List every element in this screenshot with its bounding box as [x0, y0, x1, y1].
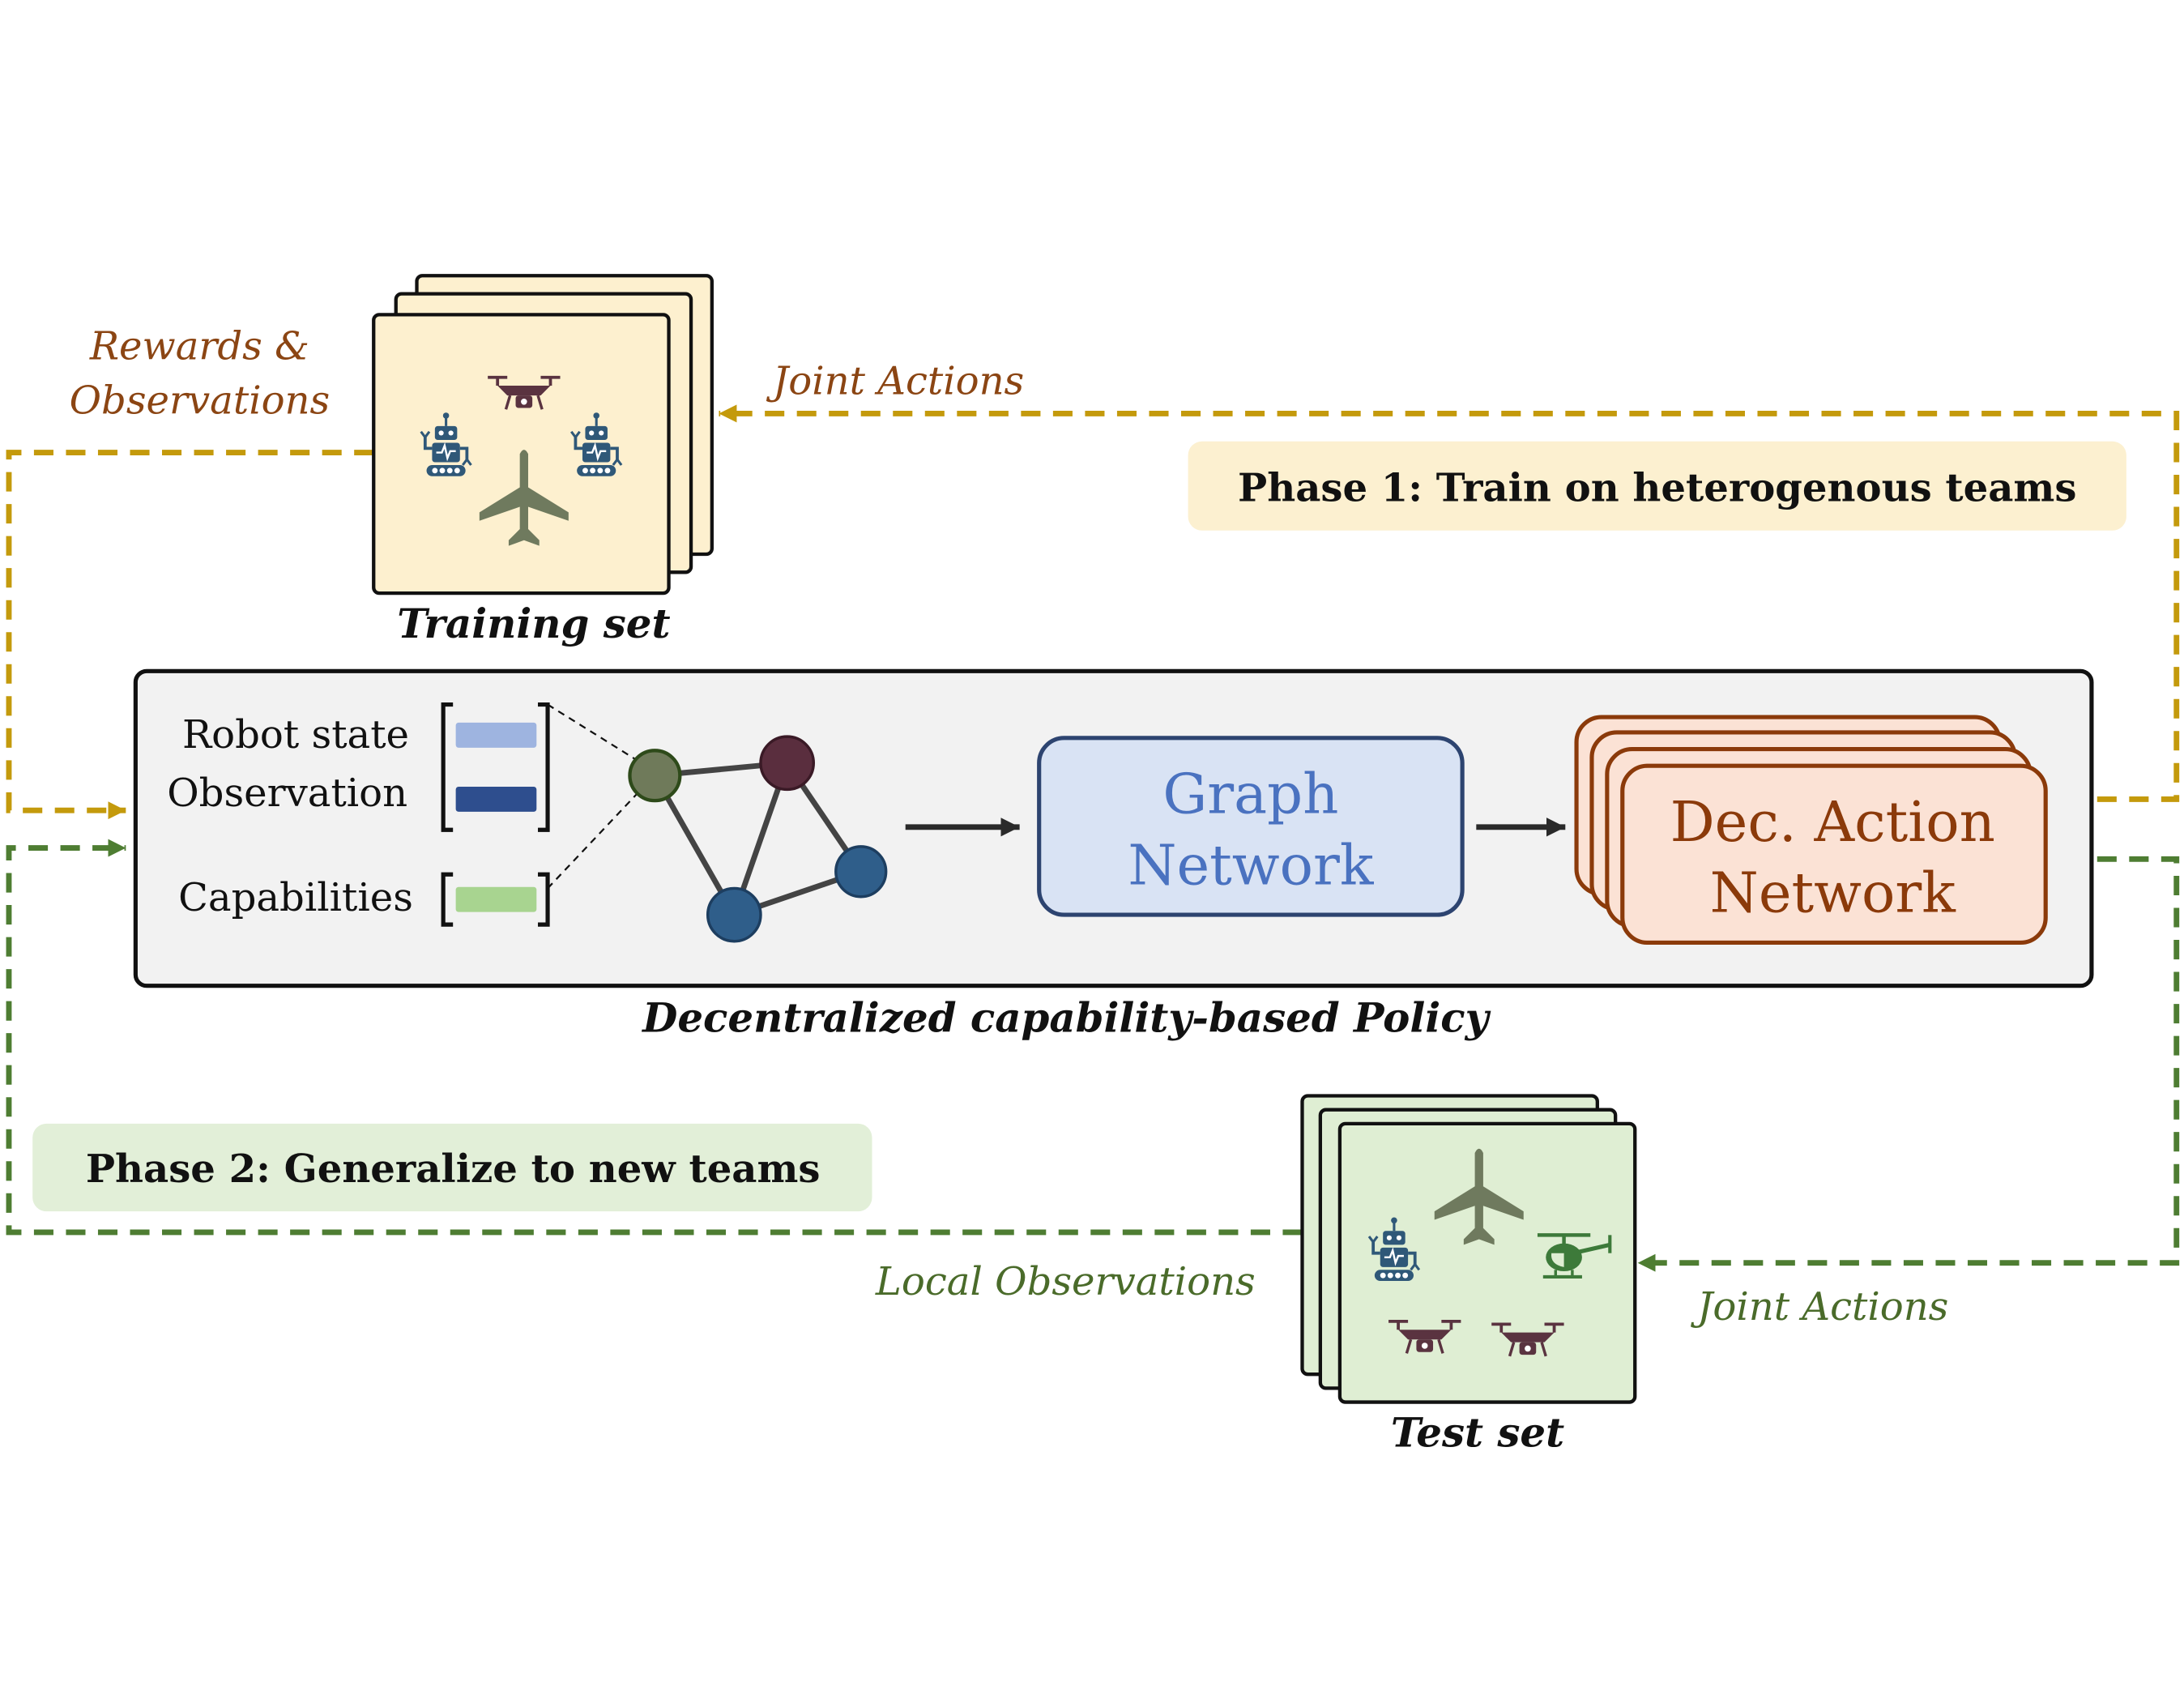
phase1-label: Phase 1: Train on heterogenous teams [1238, 466, 2076, 511]
phase1-banner [1188, 441, 2126, 531]
graph-node [834, 845, 888, 899]
test-set-caption: Test set [1391, 1409, 1564, 1457]
action-network-line1: Dec. Action [1670, 790, 1995, 855]
test-joint-actions-arrow [1637, 856, 2180, 1272]
training-set-caption: Training set [397, 600, 670, 647]
policy-caption: Decentralized capability-based Policy [641, 993, 1491, 1041]
capability-vector [441, 872, 550, 927]
observation-bar [455, 786, 537, 812]
test-set-stack [1300, 1094, 1637, 1404]
graph-node [628, 749, 682, 803]
graph-network-line1: Graph [1162, 762, 1338, 827]
phase1-loop [6, 404, 2180, 820]
training-joint-actions-arrow [719, 404, 2180, 802]
state-vector [441, 702, 550, 832]
robot-state-label: Robot state [182, 712, 409, 758]
local-observations-label: Local Observations [875, 1259, 1256, 1304]
graph-node [706, 886, 762, 943]
phase2-banner [32, 1123, 872, 1212]
test-joint-actions-label: Joint Actions [1690, 1284, 1948, 1330]
capabilities-label: Capabilities [178, 875, 413, 920]
capabilities-bar [455, 886, 537, 912]
local-observations-arrow [6, 839, 1303, 1236]
training-set-stack [372, 274, 714, 596]
team-graph [628, 735, 888, 943]
phase2-label: Phase 2: Generalize to new teams [86, 1146, 821, 1192]
training-joint-actions-label: Joint Actions [766, 358, 1024, 403]
graph-network-line2: Network [1128, 833, 1375, 898]
robot-state-bar [455, 722, 537, 748]
rewards-label-line2: Observations [70, 378, 331, 423]
action-network-box [1620, 763, 2048, 946]
rewards-label-line1: Rewards & [89, 323, 309, 369]
graph-node [759, 735, 816, 792]
action-network-line2: Network [1710, 861, 1957, 926]
graph-network-box [1037, 736, 1465, 917]
observation-label: Observation [167, 771, 407, 816]
phase2-loop [6, 839, 2180, 1272]
action-network-stack [1574, 715, 2048, 946]
rewards-observations-arrow [6, 450, 374, 820]
